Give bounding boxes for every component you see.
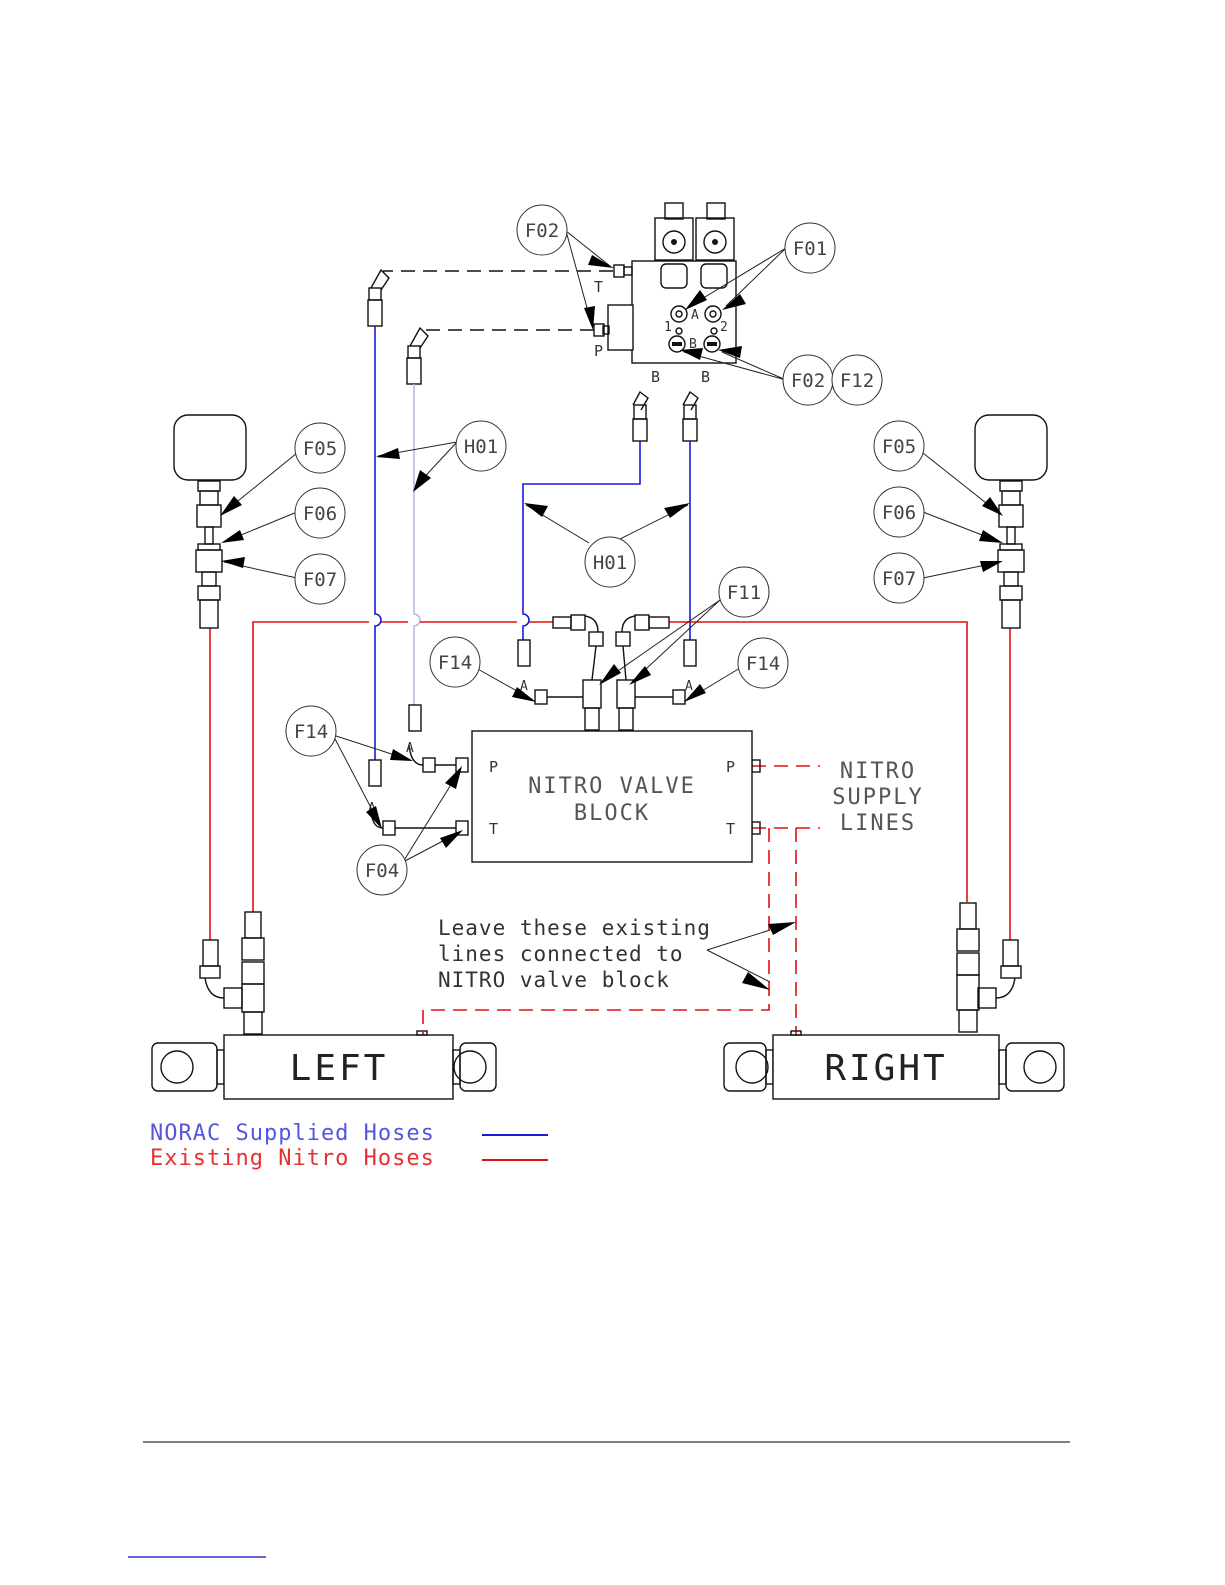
small-port-a2: A bbox=[685, 679, 693, 694]
port-label-2: 2 bbox=[720, 320, 728, 335]
callout-f06-left: F06 bbox=[295, 488, 345, 538]
port-label-p: P bbox=[594, 342, 603, 360]
callout-f12: F12 bbox=[832, 355, 882, 405]
callout-f06-right: F06 bbox=[874, 487, 924, 537]
cylinder-left: LEFT bbox=[152, 1031, 496, 1099]
svg-text:F11: F11 bbox=[727, 582, 761, 604]
supply-label-1: NITRO bbox=[840, 759, 916, 784]
callout-h01-lower: H01 bbox=[585, 537, 635, 587]
callout-h01-upper: H01 bbox=[456, 421, 506, 471]
callout-f07-right: F07 bbox=[874, 553, 924, 603]
svg-text:F14: F14 bbox=[438, 652, 472, 674]
callout-f04: F04 bbox=[357, 845, 407, 895]
port-label-b-left: B bbox=[651, 368, 660, 386]
cylinder-left-label: LEFT bbox=[290, 1048, 389, 1089]
supply-label-3: LINES bbox=[840, 811, 916, 836]
nitro-block-line1: NITRO VALVE bbox=[528, 774, 696, 799]
nitro-port-p-right: P bbox=[726, 758, 735, 776]
callout-f14-left: F14 bbox=[286, 706, 336, 756]
note-line-1: Leave these existing bbox=[438, 916, 711, 940]
accumulator-left bbox=[174, 415, 246, 628]
port-label-t: T bbox=[594, 278, 603, 296]
svg-text:F07: F07 bbox=[882, 568, 916, 590]
svg-text:F01: F01 bbox=[793, 238, 827, 260]
svg-text:H01: H01 bbox=[464, 436, 498, 458]
svg-text:F06: F06 bbox=[303, 503, 337, 525]
callout-f01: F01 bbox=[785, 223, 835, 273]
supply-label-2: SUPPLY bbox=[832, 785, 923, 810]
callout-f14-upper-left: F14 bbox=[430, 637, 480, 687]
callout-f05-right: F05 bbox=[874, 421, 924, 471]
callout-f11: F11 bbox=[719, 567, 769, 617]
svg-text:F12: F12 bbox=[840, 370, 874, 392]
callout-f02-top: F02 bbox=[517, 205, 567, 255]
cylinder-right: RIGHT bbox=[724, 1031, 1064, 1099]
callout-f07-left: F07 bbox=[295, 554, 345, 604]
svg-text:H01: H01 bbox=[593, 552, 627, 574]
svg-text:F07: F07 bbox=[303, 569, 337, 591]
svg-text:F05: F05 bbox=[882, 436, 916, 458]
accumulator-right bbox=[975, 415, 1047, 628]
note-line-2: lines connected to bbox=[438, 942, 684, 966]
legend-existing-label: Existing Nitro Hoses bbox=[150, 1146, 435, 1171]
small-port-a3: A bbox=[406, 741, 414, 756]
note-line-3: NITRO valve block bbox=[438, 968, 670, 992]
nitro-port-t-right: T bbox=[726, 820, 735, 838]
svg-text:F04: F04 bbox=[365, 860, 399, 882]
norac-valve-assembly: T P A B 1 2 B B bbox=[594, 203, 736, 386]
nitro-port-t-left: T bbox=[489, 820, 498, 838]
port-label-1: 1 bbox=[664, 320, 672, 335]
cylinder-fittings-right bbox=[957, 903, 1021, 1032]
port-label-b-right: B bbox=[701, 368, 710, 386]
callout-f05-left: F05 bbox=[295, 423, 345, 473]
svg-text:F06: F06 bbox=[882, 502, 916, 524]
svg-text:F02: F02 bbox=[525, 220, 559, 242]
nitro-block-line2: BLOCK bbox=[574, 801, 650, 826]
svg-text:F02: F02 bbox=[791, 370, 825, 392]
legend: NORAC Supplied Hoses Existing Nitro Hose… bbox=[150, 1121, 548, 1171]
svg-text:F14: F14 bbox=[294, 721, 328, 743]
port-label-a: A bbox=[691, 308, 699, 323]
nitro-port-p-left: P bbox=[489, 758, 498, 776]
svg-text:F05: F05 bbox=[303, 438, 337, 460]
legend-norac-label: NORAC Supplied Hoses bbox=[150, 1121, 435, 1146]
callout-f14-upper-right: F14 bbox=[738, 638, 788, 688]
cylinder-right-label: RIGHT bbox=[824, 1048, 947, 1089]
svg-text:F14: F14 bbox=[746, 653, 780, 675]
nitro-valve-block: NITRO VALVE BLOCK P T P T bbox=[472, 731, 752, 862]
callout-f02-bottom: F02 bbox=[783, 355, 833, 405]
